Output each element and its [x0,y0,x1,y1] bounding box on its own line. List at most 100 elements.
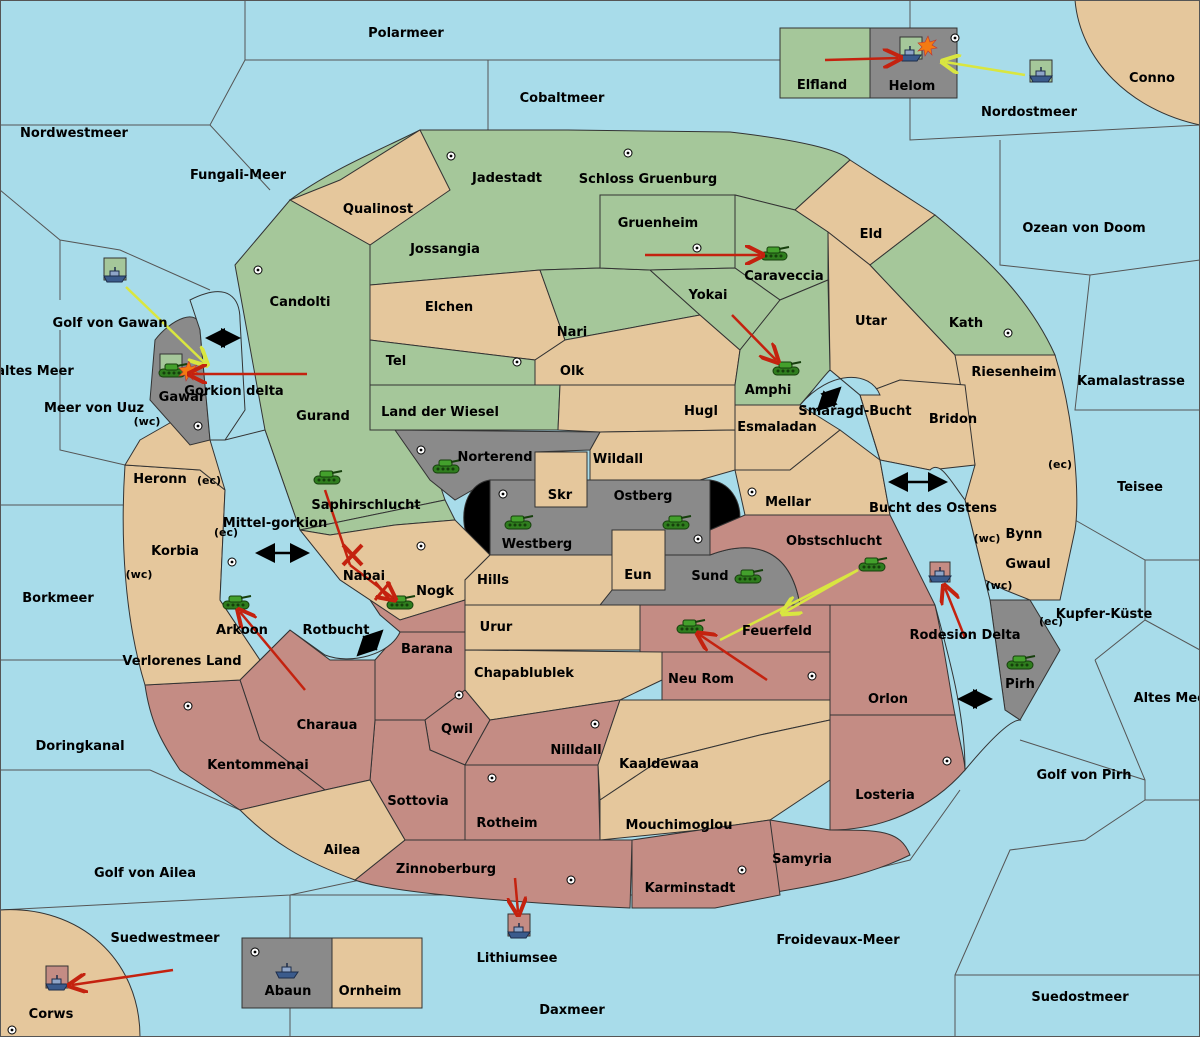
supply-center-icon [693,534,703,544]
sea-label: Kamalastrasse [1077,374,1185,389]
province-label-ornheim: Ornheim [339,984,402,999]
sea-label: Kaltes Meer [0,364,74,379]
coast-label: (wc) [986,579,1013,592]
sea-label: Mittel-gorkion [223,516,327,531]
supply-center-icon [737,865,747,875]
sea-label: Froidevaux-Meer [776,933,900,948]
sea-label: Nordwestmeer [20,126,128,141]
supply-center-icon [942,756,952,766]
province-label-schloss: Schloss Gruenburg [579,172,717,187]
province-label-caraveccia: Caraveccia [744,269,823,284]
coast-label: (ec) [1039,615,1063,628]
province-label-mouchimoglou: Mouchimoglou [626,818,733,833]
sea-labels: Polarmeer Cobaltmeer Nordwestmeer Fungal… [0,26,1200,1018]
supply-center-icon [7,1025,17,1035]
sea-label: Nordostmeer [981,105,1078,120]
province-label-pirh: Pirh [1005,677,1035,692]
sea-label: Altes Meer [1134,691,1200,706]
supply-center-icon [416,445,426,455]
supply-center-icon [183,701,193,711]
province-label-tel: Tel [386,354,406,369]
sea-label: Rotbucht [303,623,370,638]
coast-labels: (wc) (ec) (ec) (wc) (ec) (wc) (wc) (ec) [126,415,1072,628]
sea-label: Ozean von Doom [1022,221,1145,236]
order-arrows [72,58,1026,985]
province-label-skr: Skr [548,488,573,503]
province-label-conno: Conno [1129,71,1175,86]
coast-label: (ec) [214,526,238,539]
supply-center-icon [454,690,464,700]
supply-center-icon [590,719,600,729]
province-label-barana: Barana [401,642,453,657]
province-label-korbia: Korbia [151,544,199,559]
coast-label: (ec) [1048,458,1072,471]
province-label-qwil: Qwil [441,722,473,737]
province-label-amphi: Amphi [745,383,792,398]
province-label-losteria: Losteria [855,788,915,803]
supply-center-icon [498,489,508,499]
province-label-nabai: Nabai [343,569,385,584]
province-label-sund: Sund [691,569,728,584]
province-label-karminstadt: Karminstadt [645,881,736,896]
province-label-gwaul: Gwaul [1005,557,1050,572]
province-label-olk: Olk [560,364,585,379]
province-label-orlon: Orlon [868,692,908,707]
province-label-wildall: Wildall [593,452,643,467]
sea-label: Borkmeer [22,591,94,606]
supply-center-icon [692,243,702,253]
province-label-utar: Utar [855,314,888,329]
sea-label: Teisee [1117,480,1163,495]
double-arrow-icon [816,386,842,412]
province-label-arkoon: Arkoon [216,623,268,638]
province-label-rotheim: Rotheim [476,816,537,831]
sea-label: Cobaltmeer [520,91,605,106]
supply-center-icon [512,357,522,367]
province-label-feuerfeld: Feuerfeld [742,624,812,639]
province-label-land-wiesel: Land der Wiesel [381,405,499,420]
supply-center-icon [747,487,757,497]
province-label-elfland: Elfland [797,78,847,93]
sea-label: Golf von Ailea [94,866,196,881]
sea-label: Kupfer-Küste [1056,607,1153,622]
province-label-yokai: Yokai [687,288,727,303]
province-label-westberg: Westberg [502,537,572,552]
cross-icon [373,581,392,601]
supply-center-icon [807,671,817,681]
sea-label: Doringkanal [35,739,124,754]
sea-label: Suedwestmeer [110,931,220,946]
sea-label: Suedostmeer [1031,990,1129,1005]
province-label-jadestadt: Jadestadt [471,171,542,186]
province-label-kaaldewaa: Kaaldewaa [619,757,699,772]
province-label-helom: Helom [889,79,936,94]
province-label-zinnoberburg: Zinnoberburg [396,862,496,877]
province-label-kentommenai: Kentommenai [207,758,308,773]
sea-label: Golf von Gawan [53,316,168,331]
sea-label: Bucht des Ostens [869,501,997,516]
double-arrows [205,328,993,709]
province-label-sottovia: Sottovia [387,794,448,809]
province-label-abaun: Abaun [265,984,312,999]
province-label-nilldall: Nilldall [550,743,601,758]
province-label-verlorenes: Verlorenes Land [122,654,241,669]
province-label-urur: Urur [480,620,513,635]
province-label-qualinost: Qualinost [343,202,413,217]
sea-label: Golf von Gawan [53,316,168,331]
province-label-kath: Kath [949,316,983,331]
coast-label: (wc) [134,415,161,428]
cross-icon [341,543,364,567]
province-label-gurand: Gurand [296,409,350,424]
supply-center-icon [487,773,497,783]
province-label-ailea: Ailea [324,843,361,858]
province-label-elchen: Elchen [425,300,473,315]
sea-label: Smaragd-Bucht [798,404,911,419]
sea-label: Meer von Uuz [44,401,144,416]
sea-label: Polarmeer [368,26,444,41]
province-label-neu-rom: Neu Rom [668,672,734,687]
coast-label: (wc) [126,568,153,581]
supply-center-icon [566,875,576,885]
province-label-bridon: Bridon [929,412,977,427]
province-label-saphirschlucht: Saphirschlucht [311,498,420,513]
province-label-esmaladan: Esmaladan [737,420,817,435]
